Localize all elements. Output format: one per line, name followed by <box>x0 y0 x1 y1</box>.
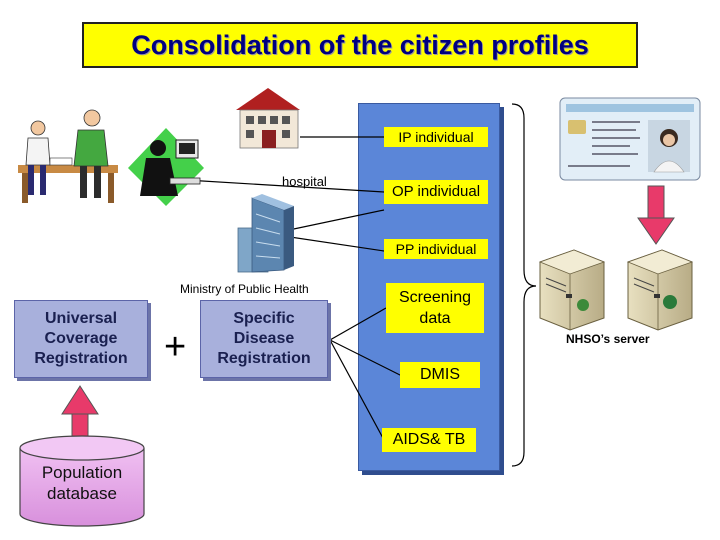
db-to-uc-arrow <box>61 385 99 437</box>
page-title: Consolidation of the citizen profiles <box>82 22 638 68</box>
grouping-brace <box>511 103 537 467</box>
ip-individual-label: IP individual <box>384 127 488 147</box>
hospital-caption: hospital <box>282 174 327 189</box>
hospital-building-icon <box>236 88 300 149</box>
sd-box-label: Specific Disease Registration <box>217 310 311 367</box>
population-database-label: Population database <box>41 463 123 503</box>
op-individual-label: OP individual <box>384 180 488 204</box>
aids-tb-label: AIDS& TB <box>382 428 476 452</box>
specific-disease-registration-box: Specific Disease Registration <box>200 300 328 378</box>
computer-operator-icon <box>128 128 204 206</box>
population-database-icon <box>19 435 145 527</box>
screening-data-label: Screening data <box>386 283 484 333</box>
id-card-icon <box>559 97 701 181</box>
id-to-server-arrow <box>637 185 675 245</box>
dmis-label: DMIS <box>400 362 480 388</box>
clinic-scene-icon <box>18 109 118 203</box>
server-icon <box>538 249 694 331</box>
uc-box-label: Universal Coverage Registration <box>34 310 128 367</box>
nhso-server-caption: NHSO’s server <box>566 332 650 346</box>
office-tower-icon <box>237 194 294 273</box>
pp-individual-label: PP individual <box>384 239 488 259</box>
plus-sign: + <box>164 326 187 368</box>
moph-caption: Ministry of Public Health <box>180 282 309 296</box>
universal-coverage-registration-box: Universal Coverage Registration <box>14 300 148 378</box>
